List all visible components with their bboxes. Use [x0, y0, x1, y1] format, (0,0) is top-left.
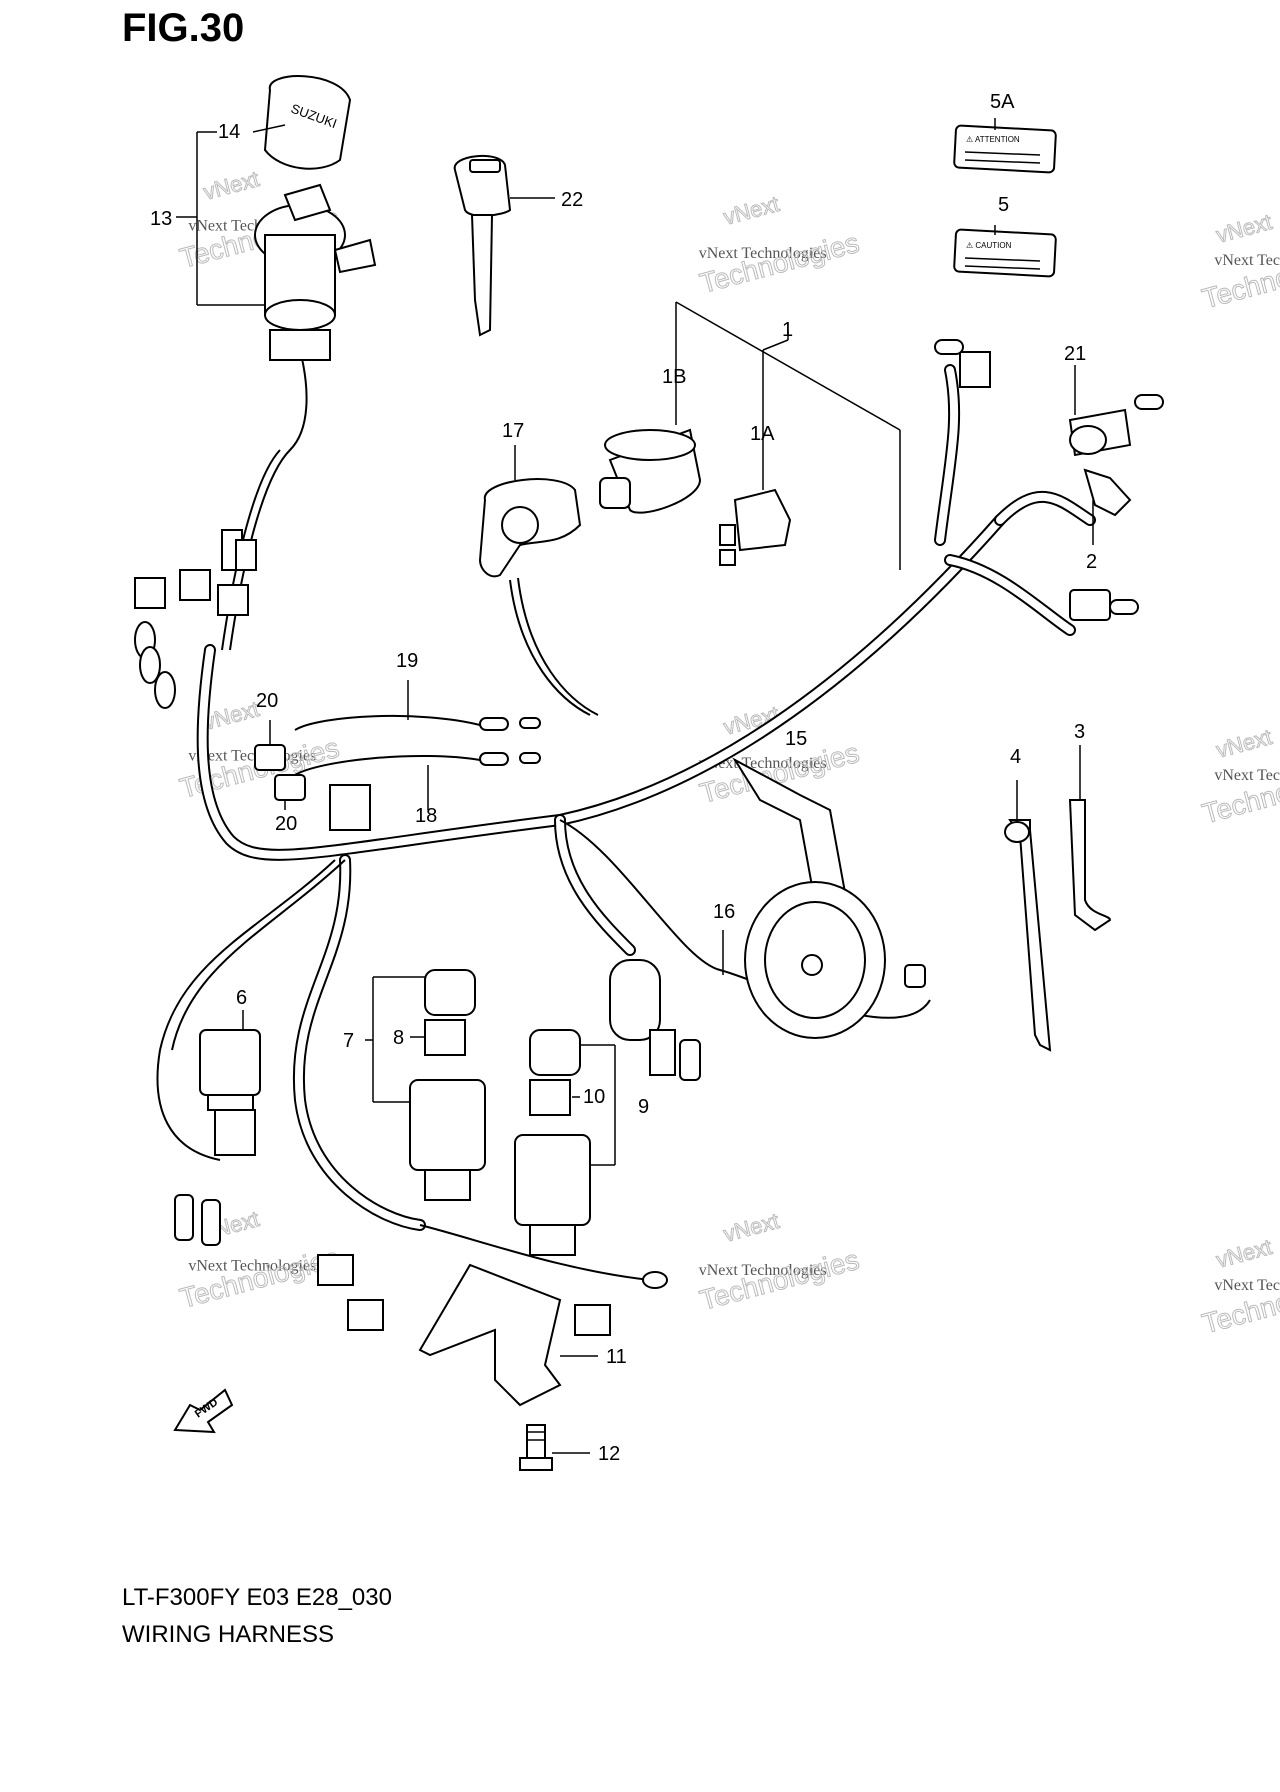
watermark-right-edge-bottom: vNext vNext Technologies Technologies	[1198, 1234, 1280, 1340]
watermark-text-top: vNext	[721, 1208, 782, 1247]
callout-12: 12	[598, 1443, 620, 1465]
callout-4: 4	[1010, 746, 1021, 768]
ignition-switch-assembly: SUZUKI	[221, 75, 377, 571]
watermark-text-top: vNext	[1214, 1234, 1275, 1273]
caution-label-text: ⚠ CAUTION	[966, 241, 1012, 250]
callout-17: 17	[502, 420, 524, 442]
watermark-text-top: vNext	[1214, 209, 1275, 248]
watermark-text-top: vNext	[721, 191, 782, 230]
relay-1b	[599, 428, 702, 514]
fuse-box-9	[514, 1029, 591, 1256]
left-connector-group	[134, 569, 371, 831]
callout-8: 8	[393, 1027, 404, 1049]
callout-21: 21	[1064, 343, 1086, 365]
callout-11: 11	[606, 1346, 627, 1368]
callout-1b: 1B	[662, 366, 686, 388]
watermark-text-line: vNext Technologies	[699, 245, 827, 262]
watermark-text-line: vNext Technologies	[1214, 252, 1280, 269]
callout-7: 7	[343, 1030, 354, 1052]
watermark-text-line: vNext Technologies	[699, 755, 827, 772]
callout-20-upper: 20	[256, 690, 278, 712]
watermark-right-edge-top: vNext vNext Technologies Technologies	[1198, 209, 1280, 315]
watermark-text-line: vNext Technologies	[699, 1262, 827, 1279]
callout-14: 14	[218, 121, 240, 143]
callout-10: 10	[583, 1086, 605, 1108]
relay-6	[174, 1029, 261, 1246]
callout-9: 9	[638, 1096, 649, 1118]
callout-1: 1	[782, 319, 793, 341]
clamp-3	[1068, 799, 1112, 932]
watermark-bottom-center: vNext vNext Technologies Technologies	[696, 1208, 863, 1317]
relay-1a	[719, 488, 792, 566]
section-title: WIRING HARNESS	[122, 1621, 334, 1648]
callout-5: 5	[998, 194, 1009, 216]
attention-label-text: ⚠ ATTENTION	[966, 135, 1020, 144]
callout-3: 3	[1074, 721, 1085, 743]
callout-20-lower: 20	[275, 813, 297, 835]
callouts: 1 1A 1B 2 3 4 5 5A 6 7 8 9 10 11 12 13 1…	[150, 91, 1097, 1465]
watermark-text-big: Technologies	[696, 1244, 862, 1316]
watermark-right-edge-mid: vNext vNext Technologies Technologies	[1198, 724, 1280, 830]
callout-5a: 5A	[990, 91, 1015, 113]
watermark-text-top: vNext	[1214, 724, 1275, 763]
watermark-mid-left: vNext vNext Technologies Technologies	[176, 696, 343, 805]
callout-15: 15	[785, 728, 807, 750]
center-connector	[609, 959, 701, 1081]
callout-16: 16	[713, 901, 735, 923]
lead-wires-18-19	[294, 714, 541, 776]
handlebar-switch	[478, 478, 599, 716]
watermark-text-line: vNext Technologies	[1214, 1277, 1280, 1294]
bolt-12	[519, 1424, 553, 1471]
leader-lines	[176, 118, 1094, 1454]
ignition-key	[453, 154, 512, 337]
caution-label: ⚠ CAUTION	[953, 228, 1057, 278]
watermark-text-line: vNext Technologies	[1214, 767, 1280, 784]
main-harness	[156, 349, 1096, 1281]
horn	[732, 757, 926, 1039]
fuse-box-7	[409, 969, 486, 1201]
coupler-20	[254, 744, 306, 801]
figure-title: FIG.30	[122, 6, 245, 50]
callout-2: 2	[1086, 551, 1097, 573]
watermark-text-top: vNext	[201, 166, 262, 205]
watermark-text-big: Technologies	[696, 227, 862, 299]
callout-6: 6	[236, 987, 247, 1009]
callout-1a: 1A	[750, 423, 775, 445]
fwd-arrow: FWD	[173, 1388, 234, 1434]
callout-13: 13	[150, 208, 172, 230]
cable-tie-4	[1004, 819, 1052, 1052]
attention-label: ⚠ ATTENTION	[953, 124, 1057, 174]
right-connector-group	[934, 339, 1164, 621]
callout-22: 22	[561, 189, 583, 211]
model-code: LT-F300FY E03 E28_030	[122, 1584, 392, 1611]
watermark-text-line: vNext Technologies	[188, 1258, 316, 1275]
callout-19: 19	[396, 650, 418, 672]
callout-18: 18	[415, 805, 437, 827]
watermark-top-center: vNext vNext Technologies Technologies	[696, 191, 863, 300]
bracket-11	[317, 1254, 668, 1407]
